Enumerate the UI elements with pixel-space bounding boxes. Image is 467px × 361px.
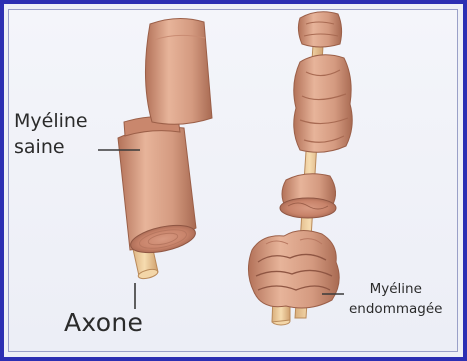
damaged-nerve — [248, 12, 352, 325]
damaged-myelin-fragment-4 — [248, 230, 339, 308]
healthy-myelin-label-line-2: saine — [14, 134, 88, 160]
damaged-myelin-label: Myéline endommagée — [349, 279, 442, 319]
damaged-myelin-fragment-1 — [298, 12, 341, 47]
healthy-myelin-label: Myéline saine — [14, 108, 88, 160]
damaged-myelin-fragment-2 — [294, 55, 353, 152]
healthy-myelin-label-line-1: Myéline — [14, 108, 88, 134]
damaged-myelin-label-line-1: Myéline — [349, 279, 442, 299]
healthy-myelin-segment-upper — [145, 18, 212, 124]
axon-label: Axone — [64, 308, 143, 337]
damaged-myelin-label-line-2: endommagée — [349, 299, 442, 319]
healthy-myelin-segment-lower — [118, 127, 198, 257]
damaged-myelin-fragment-3 — [280, 174, 336, 218]
